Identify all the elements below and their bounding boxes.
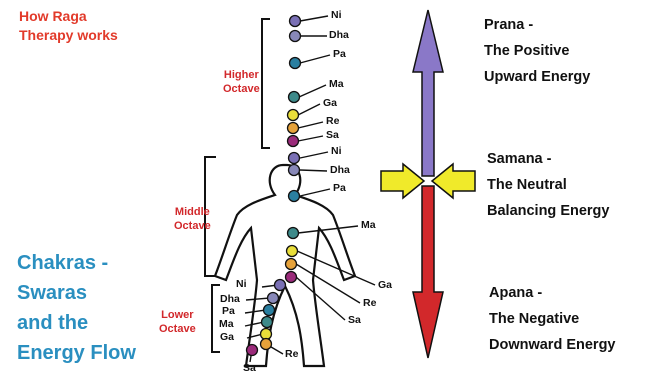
- middle-octave-label-line-2: Octave: [174, 219, 211, 233]
- note-label: Dha: [329, 29, 349, 41]
- higher-octave-label-line-1: Higher: [223, 68, 260, 82]
- dot-lower-sa: [247, 345, 258, 356]
- prana-description: Prana - The Positive Upward Energy: [484, 12, 590, 90]
- note-label: Ma: [361, 219, 376, 231]
- energy-arrows: [381, 10, 475, 358]
- middle-octave-label-line-1: Middle: [174, 205, 211, 219]
- up-arrow-prana: [413, 10, 443, 176]
- dot-lower-re: [261, 339, 272, 350]
- dot-higher-pa: [290, 58, 301, 69]
- chakras-title-line-2: Swaras: [17, 278, 136, 308]
- dot-higher-ma: [289, 92, 300, 103]
- note-label: Pa: [333, 182, 346, 194]
- dot-lower-ni: [275, 280, 286, 291]
- dot-middle-sa: [286, 272, 297, 283]
- middle-octave-dots: [286, 153, 300, 283]
- samana-line-3: Balancing Energy: [487, 198, 609, 224]
- note-label: Sa: [326, 129, 339, 141]
- dot-lower-pa: [264, 305, 275, 316]
- chakras-title-line-4: Energy Flow: [17, 338, 136, 368]
- higher-octave-bracket: [262, 19, 270, 148]
- note-label: Ni: [236, 278, 247, 290]
- body-outline: [215, 165, 355, 366]
- note-label: Ma: [219, 318, 234, 330]
- note-label: Pa: [333, 48, 346, 60]
- chakras-title-line-3: and the: [17, 308, 136, 338]
- samana-line-1: Samana -: [487, 146, 609, 172]
- note-label: Ni: [331, 9, 342, 21]
- lower-octave-label-line-2: Octave: [159, 322, 196, 336]
- chakras-title-line-1: Chakras -: [17, 248, 136, 278]
- prana-line-1: Prana -: [484, 12, 590, 38]
- dot-lower-ma: [262, 317, 273, 328]
- dot-higher-sa: [288, 136, 299, 147]
- note-label: Re: [363, 297, 376, 309]
- lower-octave-label: Lower Octave: [159, 308, 196, 336]
- dot-middle-dha: [289, 165, 300, 176]
- note-label: Dha: [220, 293, 240, 305]
- samana-line-2: The Neutral: [487, 172, 609, 198]
- note-label: Dha: [330, 164, 350, 176]
- note-label: Re: [326, 115, 339, 127]
- prana-line-3: Upward Energy: [484, 64, 590, 90]
- dot-higher-ga: [288, 110, 299, 121]
- apana-description: Apana - The Negative Downward Energy: [489, 280, 616, 358]
- dot-higher-dha: [290, 31, 301, 42]
- dot-middle-ni: [289, 153, 300, 164]
- dot-lower-dha: [268, 293, 279, 304]
- down-arrow-apana: [413, 186, 443, 358]
- dot-middle-ma: [288, 228, 299, 239]
- prana-line-2: The Positive: [484, 38, 590, 64]
- dot-higher-ni: [290, 16, 301, 27]
- chakras-title: Chakras - Swaras and the Energy Flow: [17, 248, 136, 368]
- apana-line-1: Apana -: [489, 280, 616, 306]
- note-label: Ga: [220, 331, 234, 343]
- dot-higher-re: [288, 123, 299, 134]
- note-label: Pa: [222, 305, 235, 317]
- middle-octave-label: Middle Octave: [174, 205, 211, 233]
- higher-octave-label: Higher Octave: [223, 68, 260, 96]
- higher-octave-label-line-2: Octave: [223, 82, 260, 96]
- note-label: Ga: [378, 279, 392, 291]
- samana-description: Samana - The Neutral Balancing Energy: [487, 146, 609, 224]
- note-label: Sa: [243, 362, 256, 373]
- note-label: Ma: [329, 78, 344, 90]
- apana-line-2: The Negative: [489, 306, 616, 332]
- lower-octave-label-line-1: Lower: [159, 308, 196, 322]
- note-label: Re: [285, 348, 298, 360]
- higher-octave-dots: [288, 16, 301, 147]
- headline-line-2: Therapy works: [19, 26, 118, 45]
- right-arrow-samana: [381, 164, 424, 198]
- dot-middle-pa: [289, 191, 300, 202]
- note-label: Ni: [331, 145, 342, 157]
- dot-middle-re: [286, 259, 297, 270]
- left-arrow-samana: [432, 164, 475, 198]
- headline: How Raga Therapy works: [19, 7, 118, 45]
- dot-middle-ga: [287, 246, 298, 257]
- note-label: Sa: [348, 314, 361, 326]
- apana-line-3: Downward Energy: [489, 332, 616, 358]
- headline-line-1: How Raga: [19, 7, 118, 26]
- note-label: Ga: [323, 97, 337, 109]
- middle-octave-leaders: [296, 152, 375, 320]
